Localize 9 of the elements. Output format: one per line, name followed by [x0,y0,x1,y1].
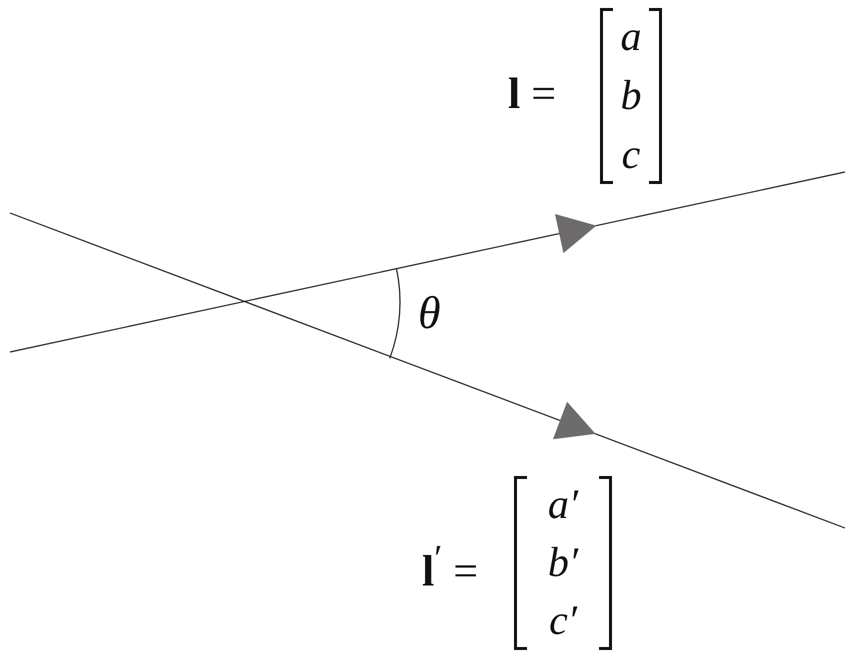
matrix-entry: b′ [548,542,578,584]
matrix-entry: b [620,74,642,117]
matrix-entry: c [622,134,640,176]
vector-label: l = [508,72,556,116]
vector-label: l$^{′}$ = [422,540,478,594]
matrix-entry: a′ [548,484,578,526]
matrix-entry: c′ [549,600,577,642]
angle-label: θ [418,290,441,336]
matrix-entry: a [620,16,642,58]
